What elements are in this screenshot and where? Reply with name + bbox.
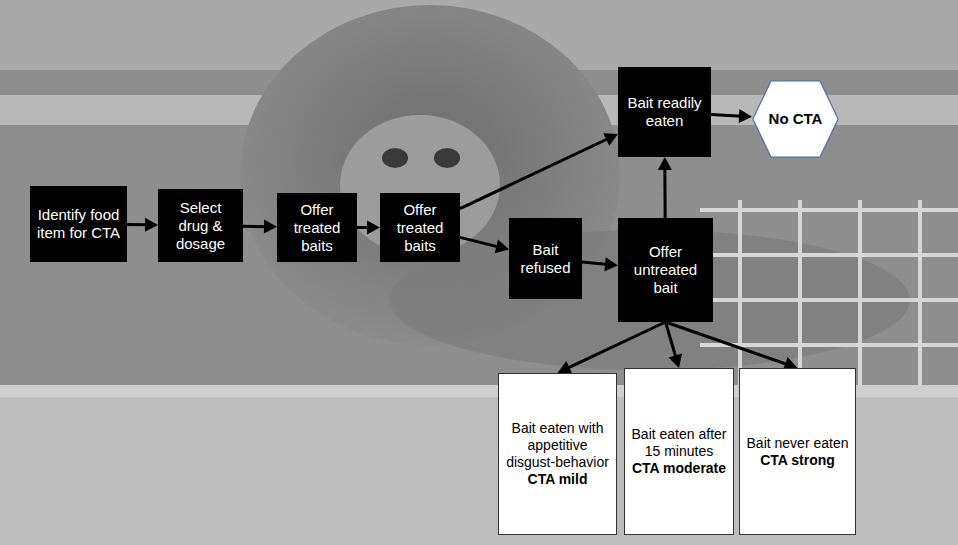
connector-arrow — [666, 322, 683, 368]
connector-line — [582, 262, 608, 264]
result-hexagon: No CTA — [752, 80, 839, 158]
process-box: Offer treated baits — [277, 193, 357, 262]
connector-line — [711, 114, 742, 116]
connector-arrow — [711, 109, 752, 123]
node-text: Bait never eaten — [747, 435, 849, 452]
connector-arrow — [658, 157, 672, 218]
arrowhead — [495, 240, 509, 254]
monkey-eye — [434, 148, 460, 168]
arrowhead — [604, 257, 618, 271]
node-text: No CTA — [769, 110, 823, 128]
connector-line — [666, 322, 677, 358]
outcome-box: Bait readily eaten — [618, 67, 711, 157]
monkey-face — [340, 115, 500, 255]
arrowhead — [145, 218, 158, 232]
node-text: CTA moderate — [632, 460, 726, 477]
connector-arrow — [582, 257, 618, 271]
node-text: CTA mild — [528, 471, 588, 488]
connector-line — [460, 138, 609, 208]
arrowhead — [603, 133, 618, 146]
arrowhead — [558, 361, 573, 374]
connector-line — [243, 225, 267, 228]
connector-line — [663, 167, 666, 218]
node-text: Offer untreated bait — [623, 243, 708, 297]
connector-line — [666, 322, 789, 365]
cage-grid — [700, 200, 958, 390]
node-text: Bait readily eaten — [623, 94, 706, 130]
node-text: CTA strong — [760, 452, 835, 469]
result-box: Bait eaten with appetitive disgust-behav… — [498, 373, 617, 535]
connector-line — [127, 223, 148, 226]
process-box: Offer untreated bait — [618, 218, 713, 322]
result-box: Bait never eatenCTA strong — [739, 368, 856, 535]
result-box: Bait eaten after 15 minutesCTA moderate — [624, 368, 734, 535]
arrowhead — [367, 221, 380, 235]
node-text: Bait eaten after 15 minutes — [629, 426, 729, 460]
connector-arrow — [357, 221, 380, 235]
connector-arrow — [460, 133, 618, 208]
connector-arrow — [558, 322, 666, 374]
process-box: Offer treated baits — [380, 193, 460, 262]
process-box: Identify food item for CTA — [30, 186, 127, 262]
node-text: Bait eaten with appetitive disgust-behav… — [503, 420, 612, 470]
connector-arrow — [460, 237, 509, 253]
arrowhead — [739, 109, 752, 123]
node-text: Identify food item for CTA — [35, 206, 122, 242]
monkey-eye — [382, 148, 408, 168]
arrowhead — [264, 220, 277, 234]
process-box: Select drug & dosage — [158, 189, 243, 262]
connector-line — [460, 237, 499, 247]
arrowhead — [669, 354, 682, 368]
arrowhead — [658, 157, 672, 170]
node-text: Offer treated baits — [385, 201, 455, 255]
node-text: Select drug & dosage — [163, 199, 238, 253]
connector-arrow — [243, 220, 277, 234]
connector-line — [567, 322, 666, 369]
node-text: Offer treated baits — [282, 201, 352, 255]
connector-arrow — [127, 218, 158, 232]
node-text: Bait refused — [514, 241, 577, 277]
outcome-box: Bait refused — [509, 218, 582, 299]
hexagon-shape — [753, 81, 838, 157]
connector-arrow — [666, 322, 798, 370]
